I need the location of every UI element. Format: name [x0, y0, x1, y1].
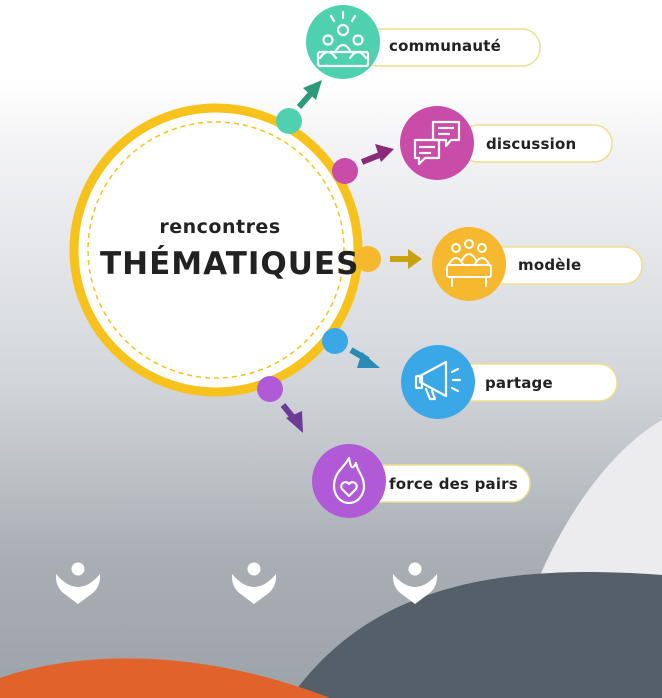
branch-label-discussion: discussion: [486, 135, 577, 153]
branch-label-force: force des pairs: [389, 475, 518, 493]
community-icon: [306, 5, 380, 79]
center-title-small: rencontres: [159, 216, 281, 238]
light-hill-shape: [530, 420, 662, 620]
branch-connector-force: [257, 376, 303, 433]
branch-connector-partage: [322, 328, 380, 368]
person-logo-icon: [231, 562, 277, 604]
orange-hill-shape: [0, 658, 330, 698]
person-logo-icon: [55, 562, 101, 604]
megaphone-icon: [401, 345, 475, 419]
branch-label-partage: partage: [485, 374, 553, 392]
person-logo-icon: [392, 562, 438, 604]
branch-label-modele: modèle: [518, 256, 582, 274]
chat-bubbles-icon: [400, 106, 474, 180]
meeting-table-icon: [432, 227, 506, 301]
flame-heart-icon: [312, 444, 386, 518]
branch-connector-modele: [355, 246, 422, 272]
branch-connector-communaute: [276, 80, 322, 134]
center-dashed-ring: [87, 121, 345, 379]
slate-hill-shape: [290, 571, 662, 698]
center-title-big: THÉMATIQUES: [100, 246, 360, 282]
branch-label-communaute: communauté: [389, 37, 501, 55]
center-ring: [69, 103, 363, 397]
branch-connector-discussion: [332, 144, 394, 184]
